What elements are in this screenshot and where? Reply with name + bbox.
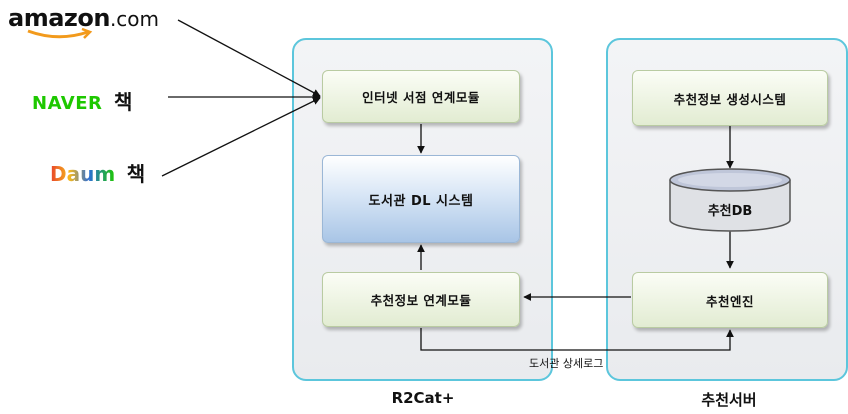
naver-book-label: 책	[113, 90, 133, 114]
rec-engine-box: 추천엔진	[632, 272, 828, 328]
amazon-smile-icon	[27, 28, 93, 39]
dl-system-box: 도서관 DL 시스템	[322, 155, 520, 243]
server-label: 추천서버	[701, 391, 757, 409]
r2cat-label: R2Cat+	[391, 389, 455, 407]
database-cylinder-icon	[669, 168, 791, 232]
amazon-logo-text: amazon	[8, 4, 110, 32]
edge-amazon-to-bookstore	[177, 19, 321, 97]
rec-db-label: 추천DB	[707, 204, 753, 219]
edge-detail-log	[420, 328, 734, 351]
rec-module-box: 추천정보 연계모듈	[322, 272, 520, 327]
detail-log-label: 도서관 상세로그	[529, 357, 604, 370]
naver-logo: NAVER 책	[32, 86, 133, 114]
naver-logo-text: NAVER	[32, 93, 103, 114]
amazon-logo: amazon.com	[8, 4, 178, 44]
amazon-logo-suffix: .com	[109, 7, 160, 31]
edge-daum-to-bookstore	[161, 97, 321, 177]
bookstore-module-box: 인터넷 서점 연계모듈	[322, 70, 520, 123]
daum-logo-text: Daum	[50, 162, 116, 186]
daum-logo: Daum 책	[50, 158, 145, 192]
daum-book-label: 책	[126, 162, 146, 186]
rec-gen-box: 추천정보 생성시스템	[632, 70, 828, 126]
